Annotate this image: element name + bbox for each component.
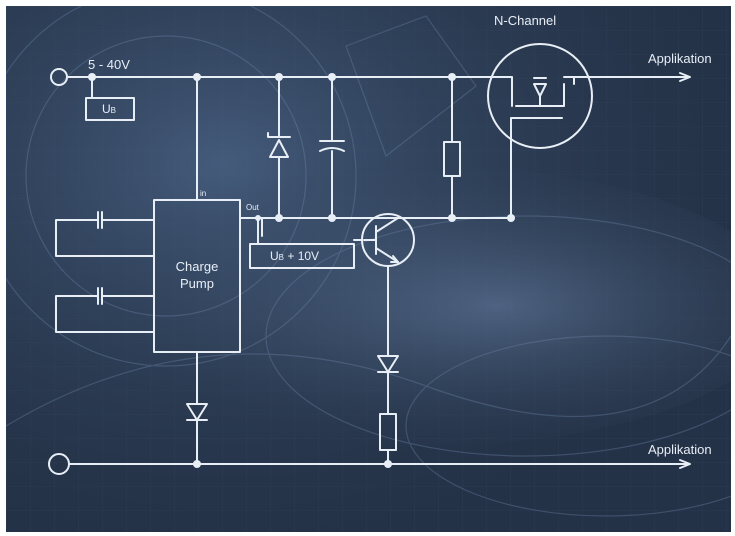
branch-resistor-icon bbox=[379, 413, 397, 451]
junction-dots bbox=[88, 73, 515, 468]
circuit-diagram: 5 - 40V N-Channel Applikation Applikatio… bbox=[6, 6, 731, 532]
decorative-arcs bbox=[6, 6, 731, 517]
supply-box-label: UB bbox=[102, 102, 117, 116]
bias-box-label: UB + 10V bbox=[270, 249, 320, 263]
output-arrow-top-icon bbox=[679, 72, 691, 82]
mosfet-type-label: N-Channel bbox=[494, 13, 557, 28]
capacitor-icon bbox=[319, 140, 345, 152]
npn-transistor-icon bbox=[363, 217, 399, 263]
transistor-emitter-arrow-icon bbox=[390, 255, 399, 263]
supply-voltage-box bbox=[85, 97, 135, 121]
pump-cap1-loop bbox=[55, 219, 155, 257]
pump-cap2-loop bbox=[55, 295, 155, 333]
pump-capacitor-1-icon bbox=[97, 211, 103, 229]
gate-drive-wire bbox=[510, 117, 529, 219]
bias-voltage-box bbox=[249, 243, 355, 269]
voltage-range-label: 5 - 40V bbox=[88, 57, 130, 72]
zener-diode-icon bbox=[267, 132, 291, 158]
output-label-bottom: Applikation bbox=[648, 442, 712, 457]
output-label-top: Applikation bbox=[648, 51, 712, 66]
output-arrow-bottom-icon bbox=[679, 459, 691, 469]
pump-out-pin-label: Out bbox=[246, 203, 259, 212]
background-glow-band bbox=[66, 166, 731, 446]
mosfet-circle bbox=[487, 43, 593, 149]
gate-resistor-icon bbox=[443, 141, 461, 177]
schematic-canvas bbox=[6, 6, 731, 532]
pump-ground-diode-icon bbox=[186, 403, 208, 421]
branch-diode-icon bbox=[377, 355, 399, 373]
pump-capacitor-2-icon bbox=[97, 287, 103, 305]
pump-in-pin-label: in bbox=[200, 189, 207, 198]
mosfet-body-diode-icon bbox=[533, 77, 547, 107]
pump-output-wire bbox=[239, 217, 512, 237]
